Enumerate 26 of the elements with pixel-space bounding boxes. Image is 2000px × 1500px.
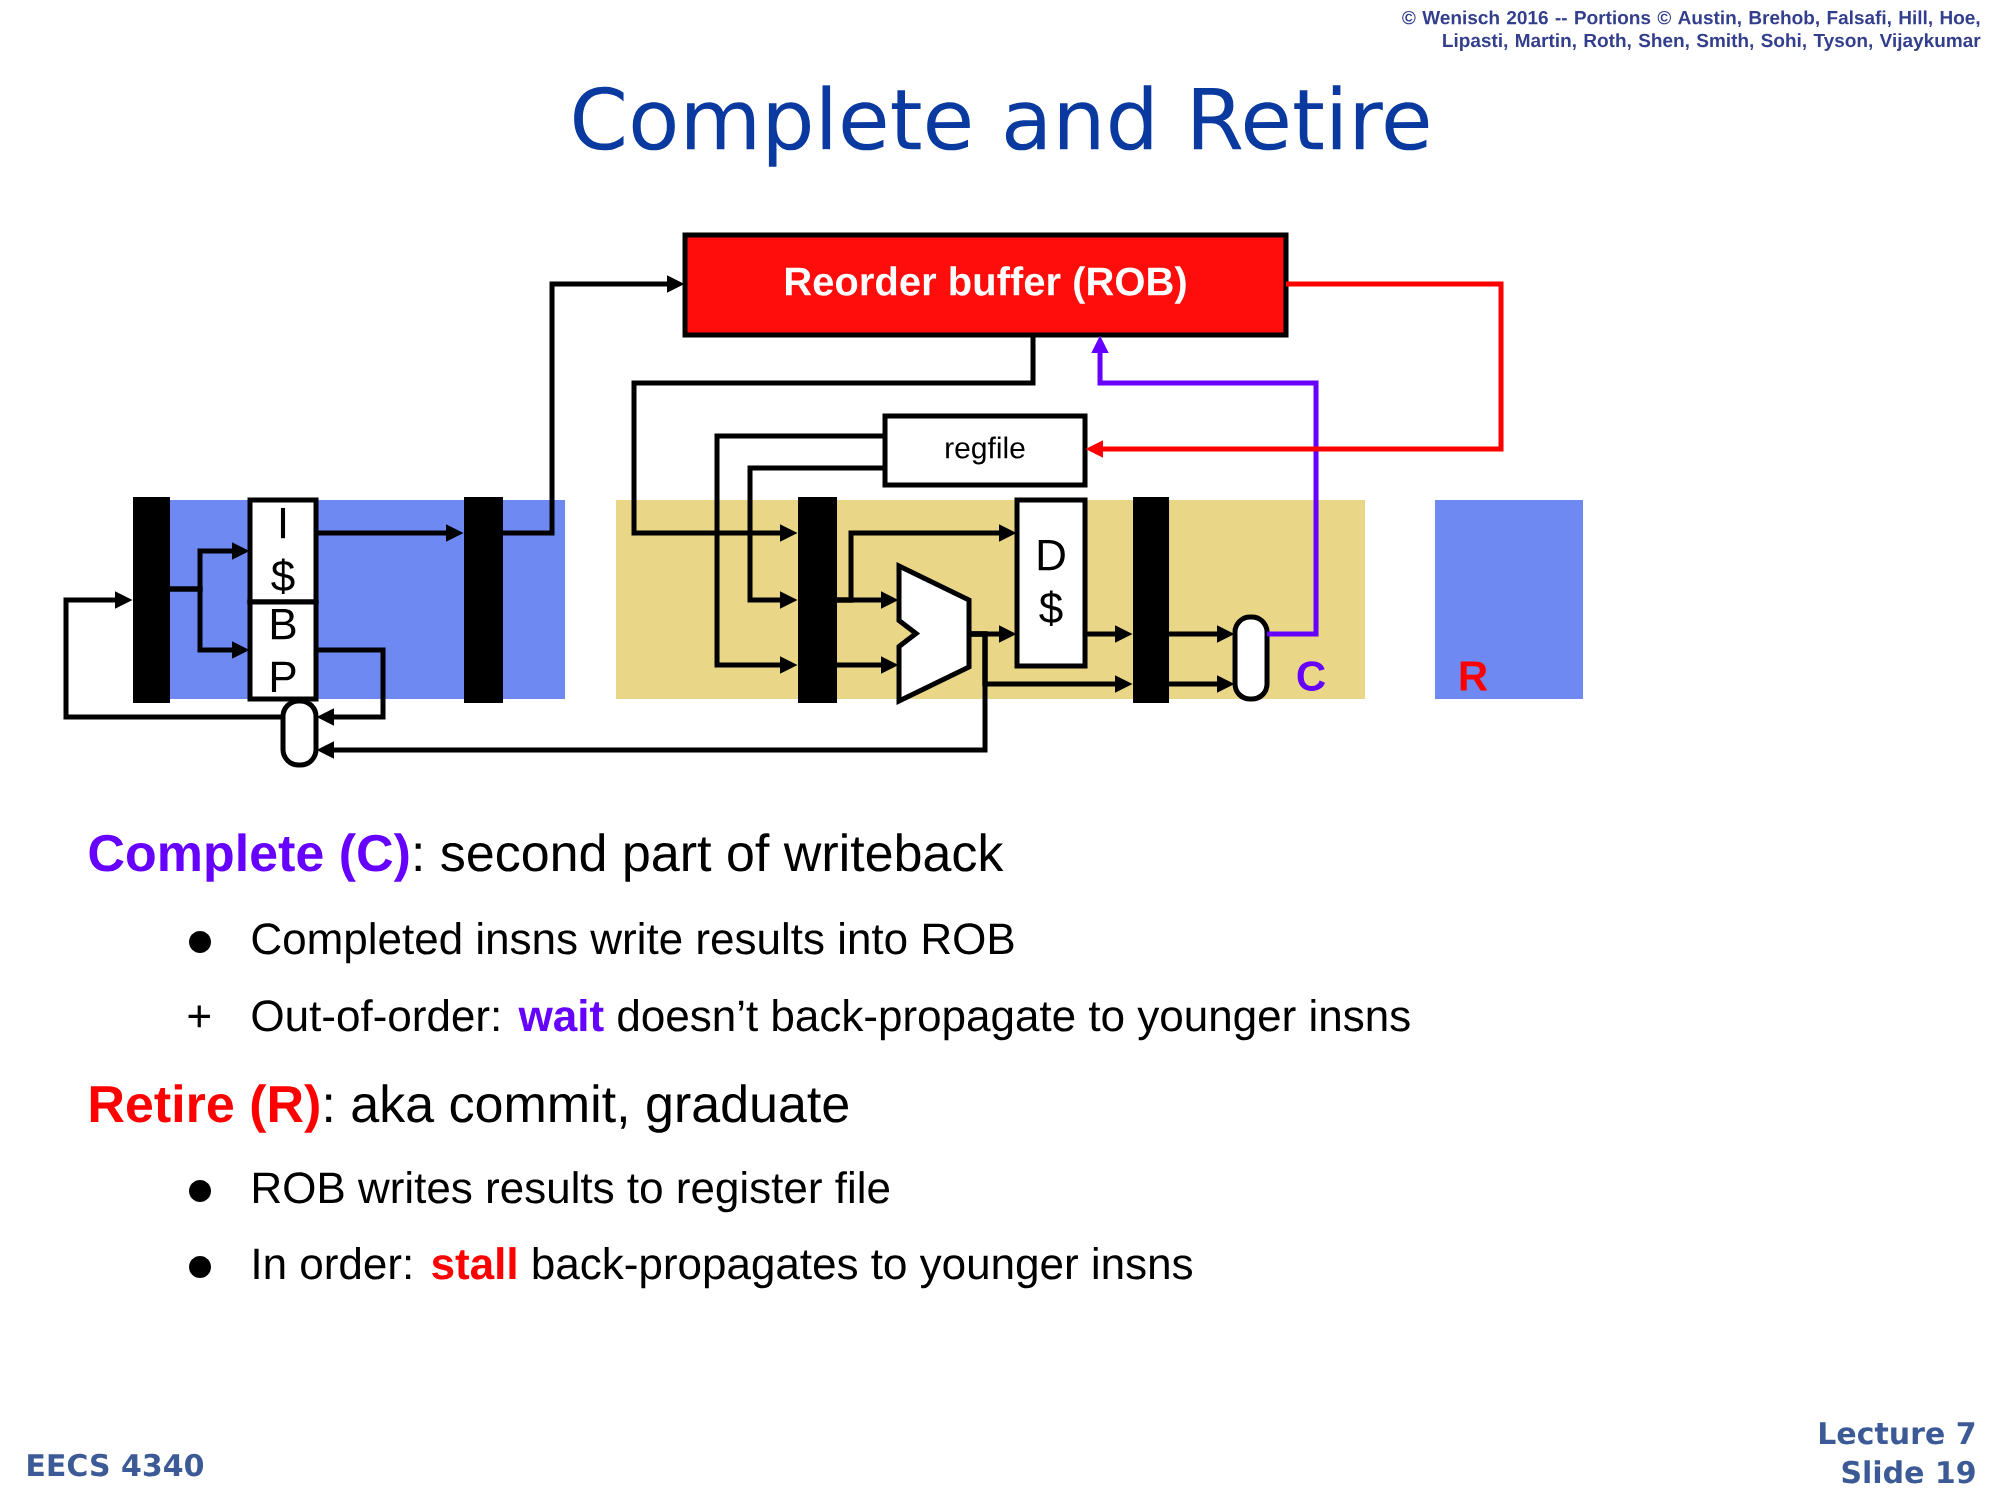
- slide-number: Slide 19: [1842, 1460, 1975, 1484]
- section-heading: Retire (R): aka commit, graduate: [90, 1084, 848, 1133]
- arrow: [63, 591, 283, 720]
- section-heading: Complete (C): second part of writeback: [89, 833, 1004, 882]
- arrow: [316, 647, 386, 726]
- bullet-text: Completed insns write results into ROB: [252, 922, 1014, 964]
- course-code: EECS 4340: [28, 1453, 204, 1477]
- pipeline-latch: [798, 497, 837, 703]
- pipeline-latch: [464, 497, 503, 703]
- cache-box: I $: [247, 497, 319, 605]
- mux-symbol: [280, 698, 319, 768]
- regfile-box: regfile: [882, 413, 1088, 488]
- reorder-buffer: Reorder buffer (ROB): [682, 232, 1289, 338]
- title: Complete and Retire: [574, 85, 1429, 167]
- predictor-box: B P: [247, 599, 319, 702]
- bullet-text: ROB writes results to register file: [254, 1171, 889, 1213]
- bullet-text: Out-of-order: wait doesn’t back-propagate to younger insns: [252, 999, 1410, 1041]
- mux-symbol: [1232, 614, 1270, 702]
- lecture-number: Lecture 7: [1820, 1422, 1975, 1445]
- pipeline-latch: [133, 497, 170, 703]
- list-marker: +: [188, 1005, 210, 1028]
- stage-band: R: [1435, 500, 1584, 699]
- copyright-note: © Wenisch 2016 -- Portions © Austin, Brehob, Falsafi, Hill, Hoe, Lipasti, Martin, Roth, Shen, Smith, Sohi, Tyson, Vijaykumar: [1402, 10, 1981, 51]
- cache-box: D $: [1014, 497, 1088, 669]
- pipeline-latch: [1133, 497, 1169, 703]
- bullet-text: In order: stall back-propagates to younger insns: [254, 1247, 1192, 1289]
